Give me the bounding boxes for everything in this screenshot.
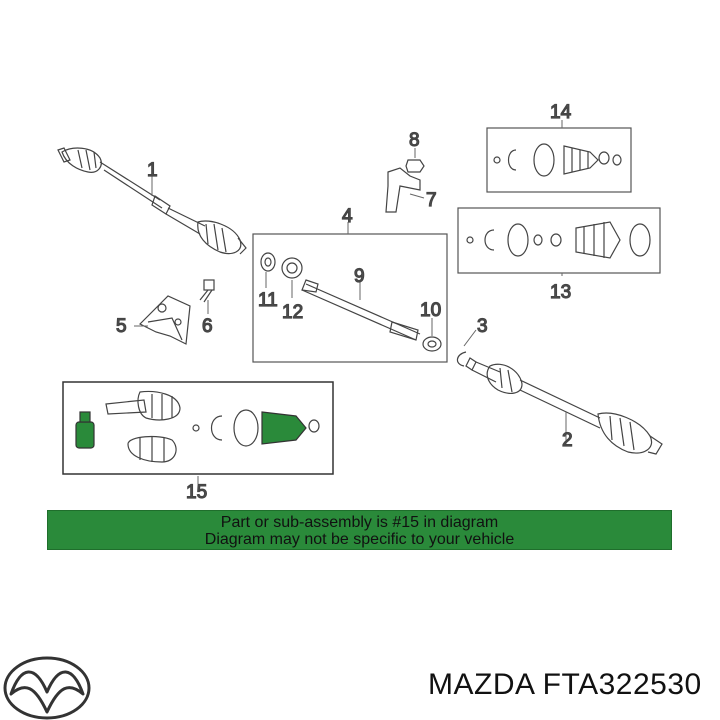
callout-9: 9	[354, 266, 365, 287]
ring-10	[422, 336, 442, 352]
callout-12: 12	[282, 302, 303, 323]
callout-13: 13	[550, 282, 571, 303]
bearing-12	[281, 257, 303, 279]
callout-11: 11	[258, 290, 278, 311]
callout-14: 14	[550, 102, 572, 123]
notice-banner: Part or sub-assembly is #15 in diagram D…	[47, 510, 672, 550]
seal-11	[260, 252, 276, 272]
kit-box-13	[457, 207, 661, 274]
callout-8: 8	[409, 130, 420, 151]
callout-4: 4	[342, 206, 353, 227]
notice-line-2: Diagram may not be specific to your vehi…	[204, 531, 515, 548]
callout-2: 2	[562, 430, 573, 451]
callout-15: 15	[186, 482, 207, 503]
nut-8	[405, 159, 425, 173]
callout-3: 3	[477, 316, 488, 337]
kit-14-parts	[493, 143, 622, 177]
callout-1: 1	[147, 160, 158, 181]
mazda-logo-icon	[3, 656, 91, 720]
callout-10: 10	[420, 300, 441, 321]
callout-5: 5	[116, 316, 127, 337]
strap-7	[385, 167, 421, 213]
leader-lines	[134, 120, 567, 484]
callout-6: 6	[202, 316, 213, 337]
intermediate-shaft-9	[301, 279, 421, 341]
bolt-6	[199, 279, 215, 303]
kit-15-parts	[75, 390, 320, 463]
assembly-box-15	[62, 381, 334, 475]
callout-7: 7	[426, 190, 437, 211]
part-number-label: MAZDA FTA322530	[428, 668, 702, 701]
kit-box-14	[486, 127, 632, 193]
kit-13-parts	[466, 221, 651, 259]
assembly-box-4	[252, 233, 448, 363]
notice-line-1: Part or sub-assembly is #15 in diagram	[220, 514, 499, 531]
drive-shaft-1	[57, 147, 247, 255]
drive-shaft-2	[465, 357, 663, 455]
clip-3	[456, 351, 467, 367]
bracket-5	[138, 295, 191, 345]
